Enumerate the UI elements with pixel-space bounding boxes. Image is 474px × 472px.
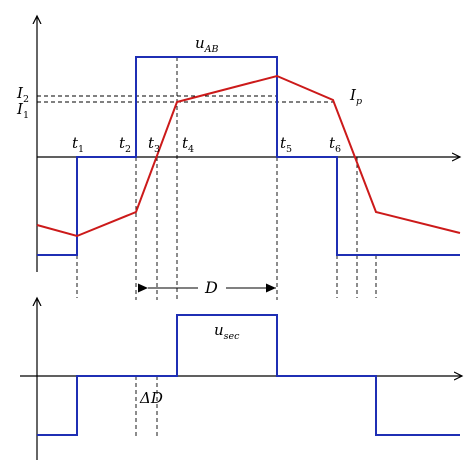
guide-lines-top: [37, 57, 377, 300]
i-p-label: Ip: [349, 86, 362, 107]
delta-d-label: ΔD: [139, 389, 163, 407]
t4-label: t4: [182, 134, 194, 155]
d-label: D: [204, 278, 218, 297]
d-label-bg: [198, 278, 226, 298]
guide-lines-bottom: [135, 376, 158, 437]
i2-label: I2: [16, 84, 29, 105]
u-ab-label: uAB: [195, 34, 219, 55]
u-ab-voltage-wave: [37, 56, 460, 256]
i-p-current-wave: [36, 74, 461, 238]
t3-label: t3: [148, 134, 160, 155]
t6-label: t6: [329, 134, 341, 155]
u-sec-voltage-wave: [37, 314, 460, 436]
i1-label: I1: [16, 100, 29, 121]
t2-label: t2: [119, 134, 131, 155]
t5-label: t5: [280, 134, 292, 155]
t1-label: t1: [72, 134, 84, 155]
u-sec-label: usec: [214, 321, 240, 342]
